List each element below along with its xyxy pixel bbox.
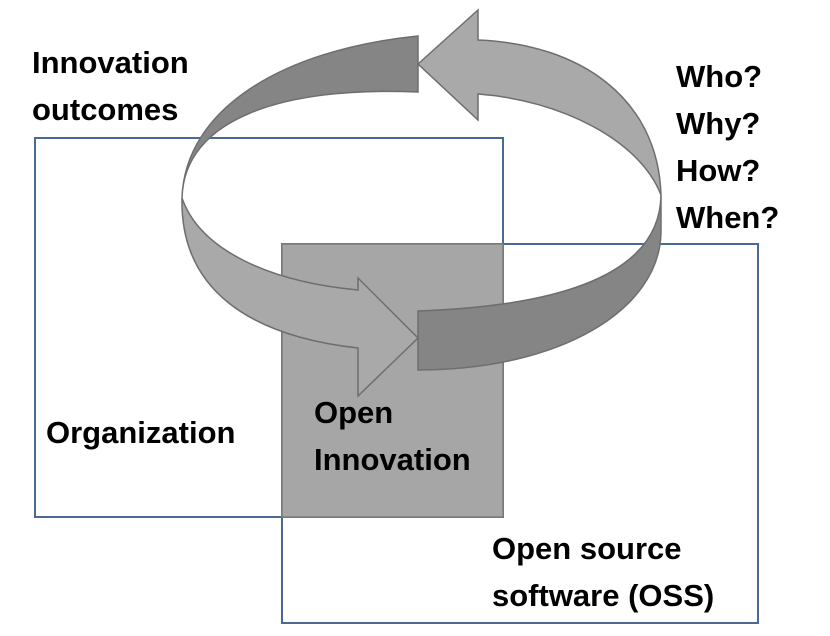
cycle-arrow-bottom-head xyxy=(181,197,420,398)
oss-label: Open source software (OSS) xyxy=(492,526,714,619)
innovation-outcomes-line-1: Innovation xyxy=(32,45,189,80)
organization-text: Organization xyxy=(46,415,236,450)
oss-line-1: Open source xyxy=(492,531,682,566)
open-innovation-label: Open Innovation xyxy=(314,390,471,483)
question-who: Who? xyxy=(676,59,763,94)
innovation-outcomes-line-2: outcomes xyxy=(32,91,179,127)
open-innovation-line-2: Innovation xyxy=(314,441,471,477)
oss-line-2: software (OSS) xyxy=(492,577,715,613)
organization-label: Organization xyxy=(46,410,235,457)
cycle-arrow-upper-band xyxy=(181,35,419,199)
cycle-arrow xyxy=(181,8,662,398)
open-innovation-line-1: Open xyxy=(314,395,394,430)
cycle-arrow-right-band xyxy=(417,194,662,371)
question-how: How? xyxy=(676,153,761,189)
questions-label: Who? Why? How? When? xyxy=(676,53,779,241)
question-when: When? xyxy=(676,200,780,236)
innovation-outcomes-label: Innovation outcomes xyxy=(32,40,189,133)
question-why: Why? xyxy=(676,106,761,142)
cycle-arrow-top-head xyxy=(416,8,662,196)
